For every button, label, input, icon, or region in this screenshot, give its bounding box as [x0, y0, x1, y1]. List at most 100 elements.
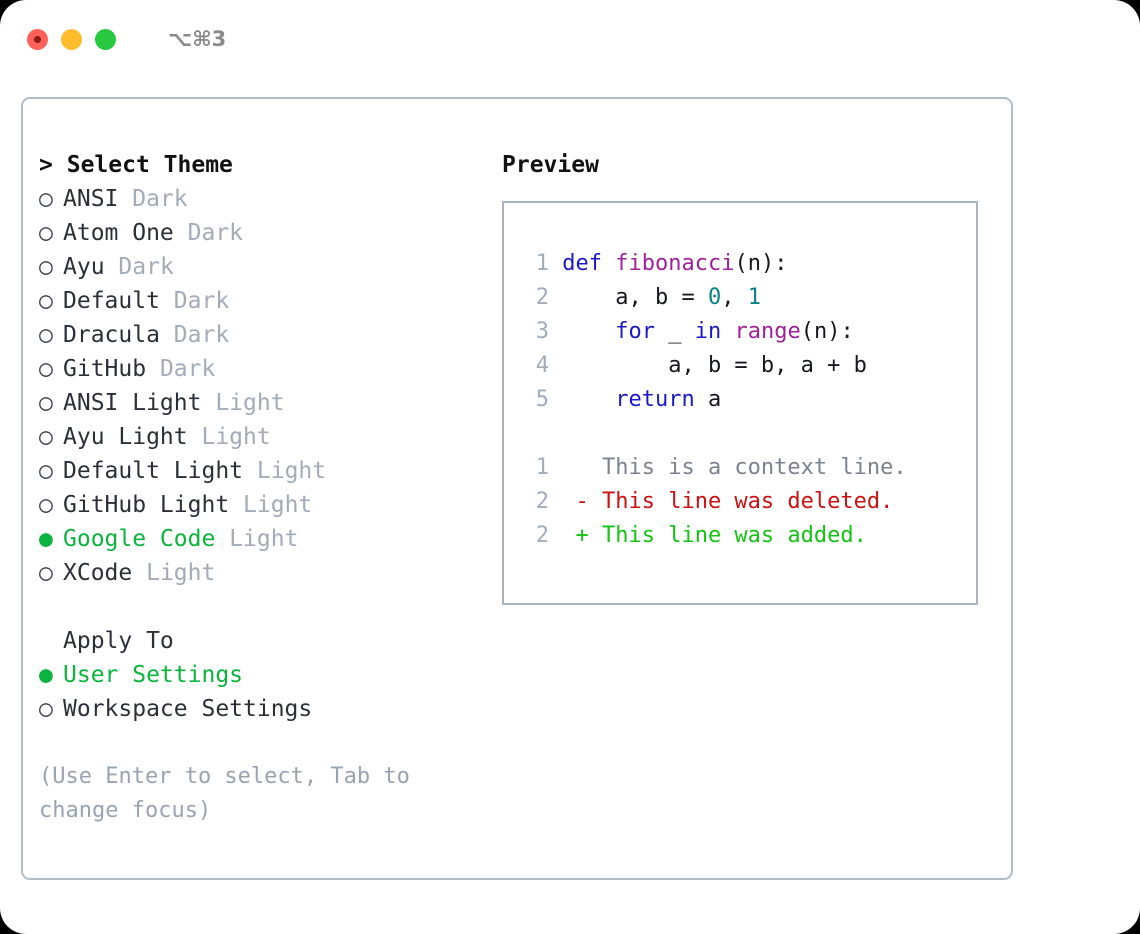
radio-unselected-icon: ○ — [39, 322, 53, 348]
theme-option-label: Ayu Light — [63, 424, 188, 450]
code-token-txt — [562, 319, 615, 344]
theme-option-label: ANSI Light — [63, 390, 202, 416]
code-token-txt: a, b = b, a + b — [562, 353, 867, 378]
theme-option-default[interactable]: ○Default Dark — [39, 284, 489, 318]
code-token-txt — [562, 387, 615, 412]
apply-to-option-label: Workspace Settings — [63, 696, 313, 722]
preview-column: Preview 1 def fibonacci(n):2 a, b = 0, 1… — [502, 148, 1002, 605]
list-spacer — [39, 590, 489, 624]
code-line-number: 2 — [535, 285, 549, 310]
diff-line-ctx: 1 This is a context line. — [504, 451, 976, 485]
theme-option-ayu-light[interactable]: ○ Ayu Light Light — [39, 420, 489, 454]
theme-option-dracula[interactable]: ○Dracula Dark — [39, 318, 489, 352]
window-controls — [27, 28, 116, 50]
theme-option-category-tag: Dark — [132, 186, 188, 212]
code-token-txt — [721, 319, 734, 344]
theme-option-ayu[interactable]: ○ Ayu Dark — [39, 250, 489, 284]
keyboard-hint-text: (Use Enter to select, Tab to change focu… — [39, 764, 410, 823]
apply-to-option-workspace-settings[interactable]: ○Workspace Settings — [39, 692, 489, 726]
code-token-num: 0 — [707, 285, 722, 310]
diff-line-number: 2 — [535, 523, 549, 548]
theme-option-xcode[interactable]: ○XCode Light — [39, 556, 489, 590]
radio-unselected-icon: ○ — [39, 220, 53, 246]
theme-option-category-tag: Dark — [118, 254, 174, 280]
theme-list-title: Select Theme — [66, 152, 233, 178]
apply-to-header: Apply To — [63, 628, 174, 654]
prompt-caret-icon: > — [39, 152, 53, 178]
code-token-kw: in — [694, 319, 722, 344]
code-token-kw: for — [615, 319, 655, 344]
diff-line-text: This is a context line. — [549, 455, 907, 480]
radio-unselected-icon: ○ — [39, 458, 53, 484]
zoom-button[interactable] — [95, 28, 116, 50]
code-line: 5 return a — [504, 383, 976, 417]
theme-option-category-tag: Dark — [173, 288, 230, 314]
radio-unselected-icon: ○ — [39, 424, 53, 450]
diff-line-text: + This line was added. — [549, 523, 867, 548]
code-token-kw: def — [562, 251, 616, 276]
code-line-number: 3 — [535, 319, 549, 344]
radio-unselected-icon: ○ — [39, 186, 53, 212]
theme-option-category-tag: Light — [146, 560, 216, 586]
code-line-number: 5 — [535, 387, 549, 412]
theme-option-category-tag: Light — [229, 526, 299, 552]
close-button[interactable] — [27, 28, 48, 50]
theme-option-label: Default Light — [63, 458, 244, 484]
theme-option-category-tag: Dark — [159, 356, 216, 382]
theme-option-github[interactable]: ○ GitHub Dark — [39, 352, 489, 386]
apply-to-option-label: User Settings — [63, 662, 244, 688]
theme-option-category-tag: Light — [201, 424, 271, 450]
theme-option-category-tag: Light — [243, 492, 313, 518]
theme-option-label: Google Code — [63, 526, 216, 552]
theme-option-category-tag: Light — [256, 458, 327, 484]
apply-to-option-user-settings[interactable]: ● User Settings — [39, 658, 489, 692]
theme-option-category-tag: Light — [215, 390, 285, 416]
radio-unselected-icon: ○ — [39, 560, 53, 586]
radio-selected-icon: ● — [39, 662, 53, 688]
code-token-txt: (n): — [800, 319, 854, 344]
code-line: 1 def fibonacci(n): — [504, 247, 976, 281]
theme-option-label: Dracula — [63, 322, 160, 348]
theme-option-label: GitHub Light — [63, 492, 230, 518]
theme-selector-panel: > Select Theme ○ANSI Dark○Atom One Dark○… — [21, 97, 1013, 880]
theme-option-label: ANSI — [63, 186, 119, 212]
code-token-fn: range — [734, 319, 801, 344]
theme-option-category-tag: Dark — [187, 220, 244, 246]
code-line-number: 4 — [535, 353, 549, 378]
minimize-button[interactable] — [61, 28, 82, 50]
code-token-fn: fibonacci — [615, 251, 735, 276]
theme-option-label: GitHub — [63, 356, 147, 382]
radio-unselected-icon: ○ — [39, 356, 53, 382]
code-line: 4 a, b = b, a + b — [504, 349, 976, 383]
code-token-txt: a, b = — [562, 285, 708, 310]
theme-options-list: ○ANSI Dark○Atom One Dark○Ayu Dark○Defaul… — [39, 182, 489, 590]
diff-line-number: 1 — [535, 455, 549, 480]
theme-option-label: Default — [63, 288, 160, 314]
preview-header: Preview — [502, 152, 599, 178]
theme-option-default-light[interactable]: ○ Default Light Light — [39, 454, 489, 488]
theme-list-header: > Select Theme — [39, 148, 489, 182]
code-diff-spacer — [504, 417, 976, 451]
code-token-txt: a — [694, 387, 722, 412]
theme-list-column: > Select Theme ○ANSI Dark○Atom One Dark○… — [39, 148, 489, 828]
theme-option-google-code[interactable]: ●Google Code Light — [39, 522, 489, 556]
code-token-kw: return — [615, 387, 695, 412]
code-token-num: 1 — [747, 285, 761, 310]
diff-line-add: 2 + This line was added. — [504, 519, 976, 553]
theme-option-label: Atom One — [63, 220, 174, 246]
code-line-number: 1 — [535, 251, 549, 276]
theme-option-github-light[interactable]: ○GitHub Light Light — [39, 488, 489, 522]
code-token-txt: , — [721, 285, 748, 310]
theme-option-atom-one[interactable]: ○ Atom One Dark — [39, 216, 489, 250]
radio-unselected-icon: ○ — [39, 254, 53, 280]
keyboard-shortcut-label: ⌥⌘3 — [168, 27, 227, 51]
code-token-txt: _ — [654, 319, 695, 344]
apply-to-options-list: ● User Settings ○Workspace Settings — [39, 658, 489, 726]
radio-unselected-icon: ○ — [39, 390, 53, 416]
theme-option-ansi[interactable]: ○ ANSI Dark — [39, 182, 489, 216]
theme-option-label: Ayu — [63, 254, 105, 280]
theme-option-ansi-light[interactable]: ○ ANSI Light Light — [39, 386, 489, 420]
